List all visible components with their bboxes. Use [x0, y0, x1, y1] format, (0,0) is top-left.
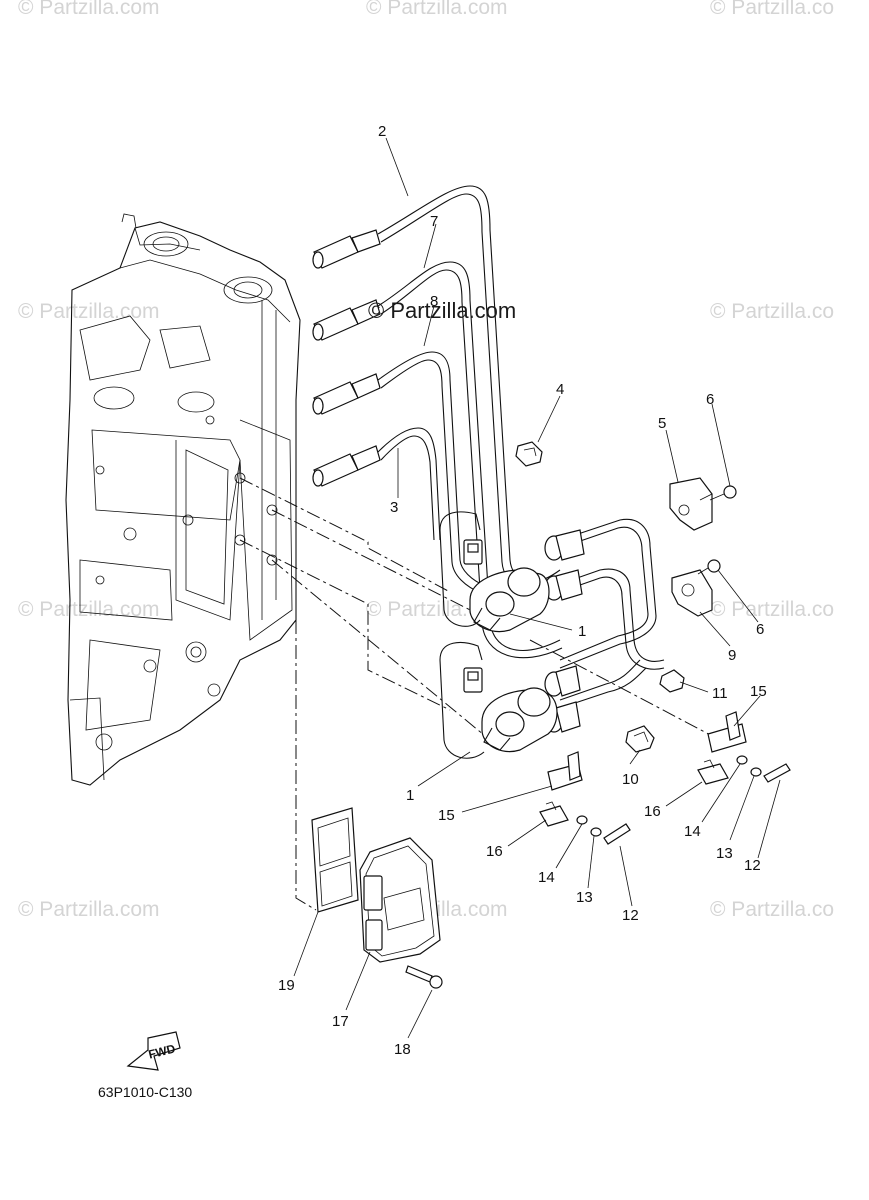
callout-4: 4: [556, 381, 564, 398]
plug-cap-2: [312, 229, 381, 269]
clip-11: [659, 669, 685, 693]
callout-12-upper: 12: [744, 857, 761, 874]
watermark-top-right: © Partzilla.co: [710, 0, 835, 19]
watermark-top-mid: © Partzilla.com: [366, 0, 508, 19]
bracket-9: [671, 569, 713, 617]
callout-8: 8: [430, 293, 438, 310]
clamp-16-upper: [697, 759, 729, 785]
bracket-15-lower: [547, 751, 583, 791]
callout-13-upper: 13: [716, 845, 733, 862]
clip-10: [625, 725, 655, 753]
watermark-low-left: © Partzilla.com: [18, 598, 160, 621]
bolt-18: [405, 965, 443, 989]
callout-17: 17: [332, 1013, 349, 1030]
watermark-bot-left: © Partzilla.com: [18, 898, 160, 921]
screw-6-lower: [697, 559, 721, 575]
ignition-coil-upper: [439, 511, 550, 633]
screw-6-upper: [709, 485, 737, 501]
bracket-15-upper: [707, 711, 747, 753]
bracket-5: [669, 477, 713, 531]
callout-14-upper: 14: [684, 823, 701, 840]
callout-12-lower: 12: [622, 907, 639, 924]
callout-3: 3: [390, 499, 398, 516]
watermark-bot-right: © Partzilla.co: [710, 898, 835, 921]
watermark-mid-right: © Partzilla.co: [710, 300, 835, 323]
plug-cap-7: [312, 299, 381, 341]
watermark-center: © Partzilla.com: [368, 298, 517, 323]
callout-16-upper: 16: [644, 803, 661, 820]
callout-16-lower: 16: [486, 843, 503, 860]
callout-14-lower: 14: [538, 869, 555, 886]
callout-5: 5: [658, 415, 666, 432]
ignition-coil-lower: [439, 641, 558, 759]
alignment-lines: [239, 477, 721, 911]
callout-2: 2: [378, 123, 386, 140]
washers-14-13: [576, 755, 762, 837]
callout-6-upper: 6: [706, 391, 714, 408]
callout-7: 7: [430, 213, 438, 230]
callout-15-lower: 15: [438, 807, 455, 824]
callout-1-lower: 1: [406, 787, 414, 804]
plug-cap-8: [312, 373, 381, 415]
diagram-code: 63P1010-C130: [98, 1084, 193, 1100]
fwd-arrow: FWD: [126, 1031, 181, 1071]
fwd-label: FWD: [147, 1041, 177, 1061]
bolts-12: [603, 763, 791, 845]
leader-lines: [293, 137, 781, 1039]
plug-cap-3: [312, 445, 381, 487]
callout-11: 11: [712, 685, 728, 702]
clip-4: [515, 441, 543, 467]
spark-plug-leads: [312, 185, 665, 733]
cdi-unit-17: [359, 837, 441, 963]
callout-numbers: 2 7 8 3 4 5 6 1 6 9 11 15 10 1 15 16 16 …: [278, 123, 767, 1058]
clamp-16-lower: [539, 801, 569, 827]
callout-9: 9: [728, 647, 736, 664]
gasket-19: [311, 807, 359, 913]
callout-15-upper: 15: [750, 683, 767, 700]
callout-18: 18: [394, 1041, 411, 1058]
callout-1-upper: 1: [578, 623, 586, 640]
engine-block: [65, 213, 301, 786]
callout-13-lower: 13: [576, 889, 593, 906]
callout-19: 19: [278, 977, 295, 994]
callout-10: 10: [622, 771, 639, 788]
watermark-low-right: © Partzilla.co: [710, 598, 835, 621]
callout-6-lower: 6: [756, 621, 764, 638]
watermark-top-left: © Partzilla.com: [18, 0, 160, 19]
